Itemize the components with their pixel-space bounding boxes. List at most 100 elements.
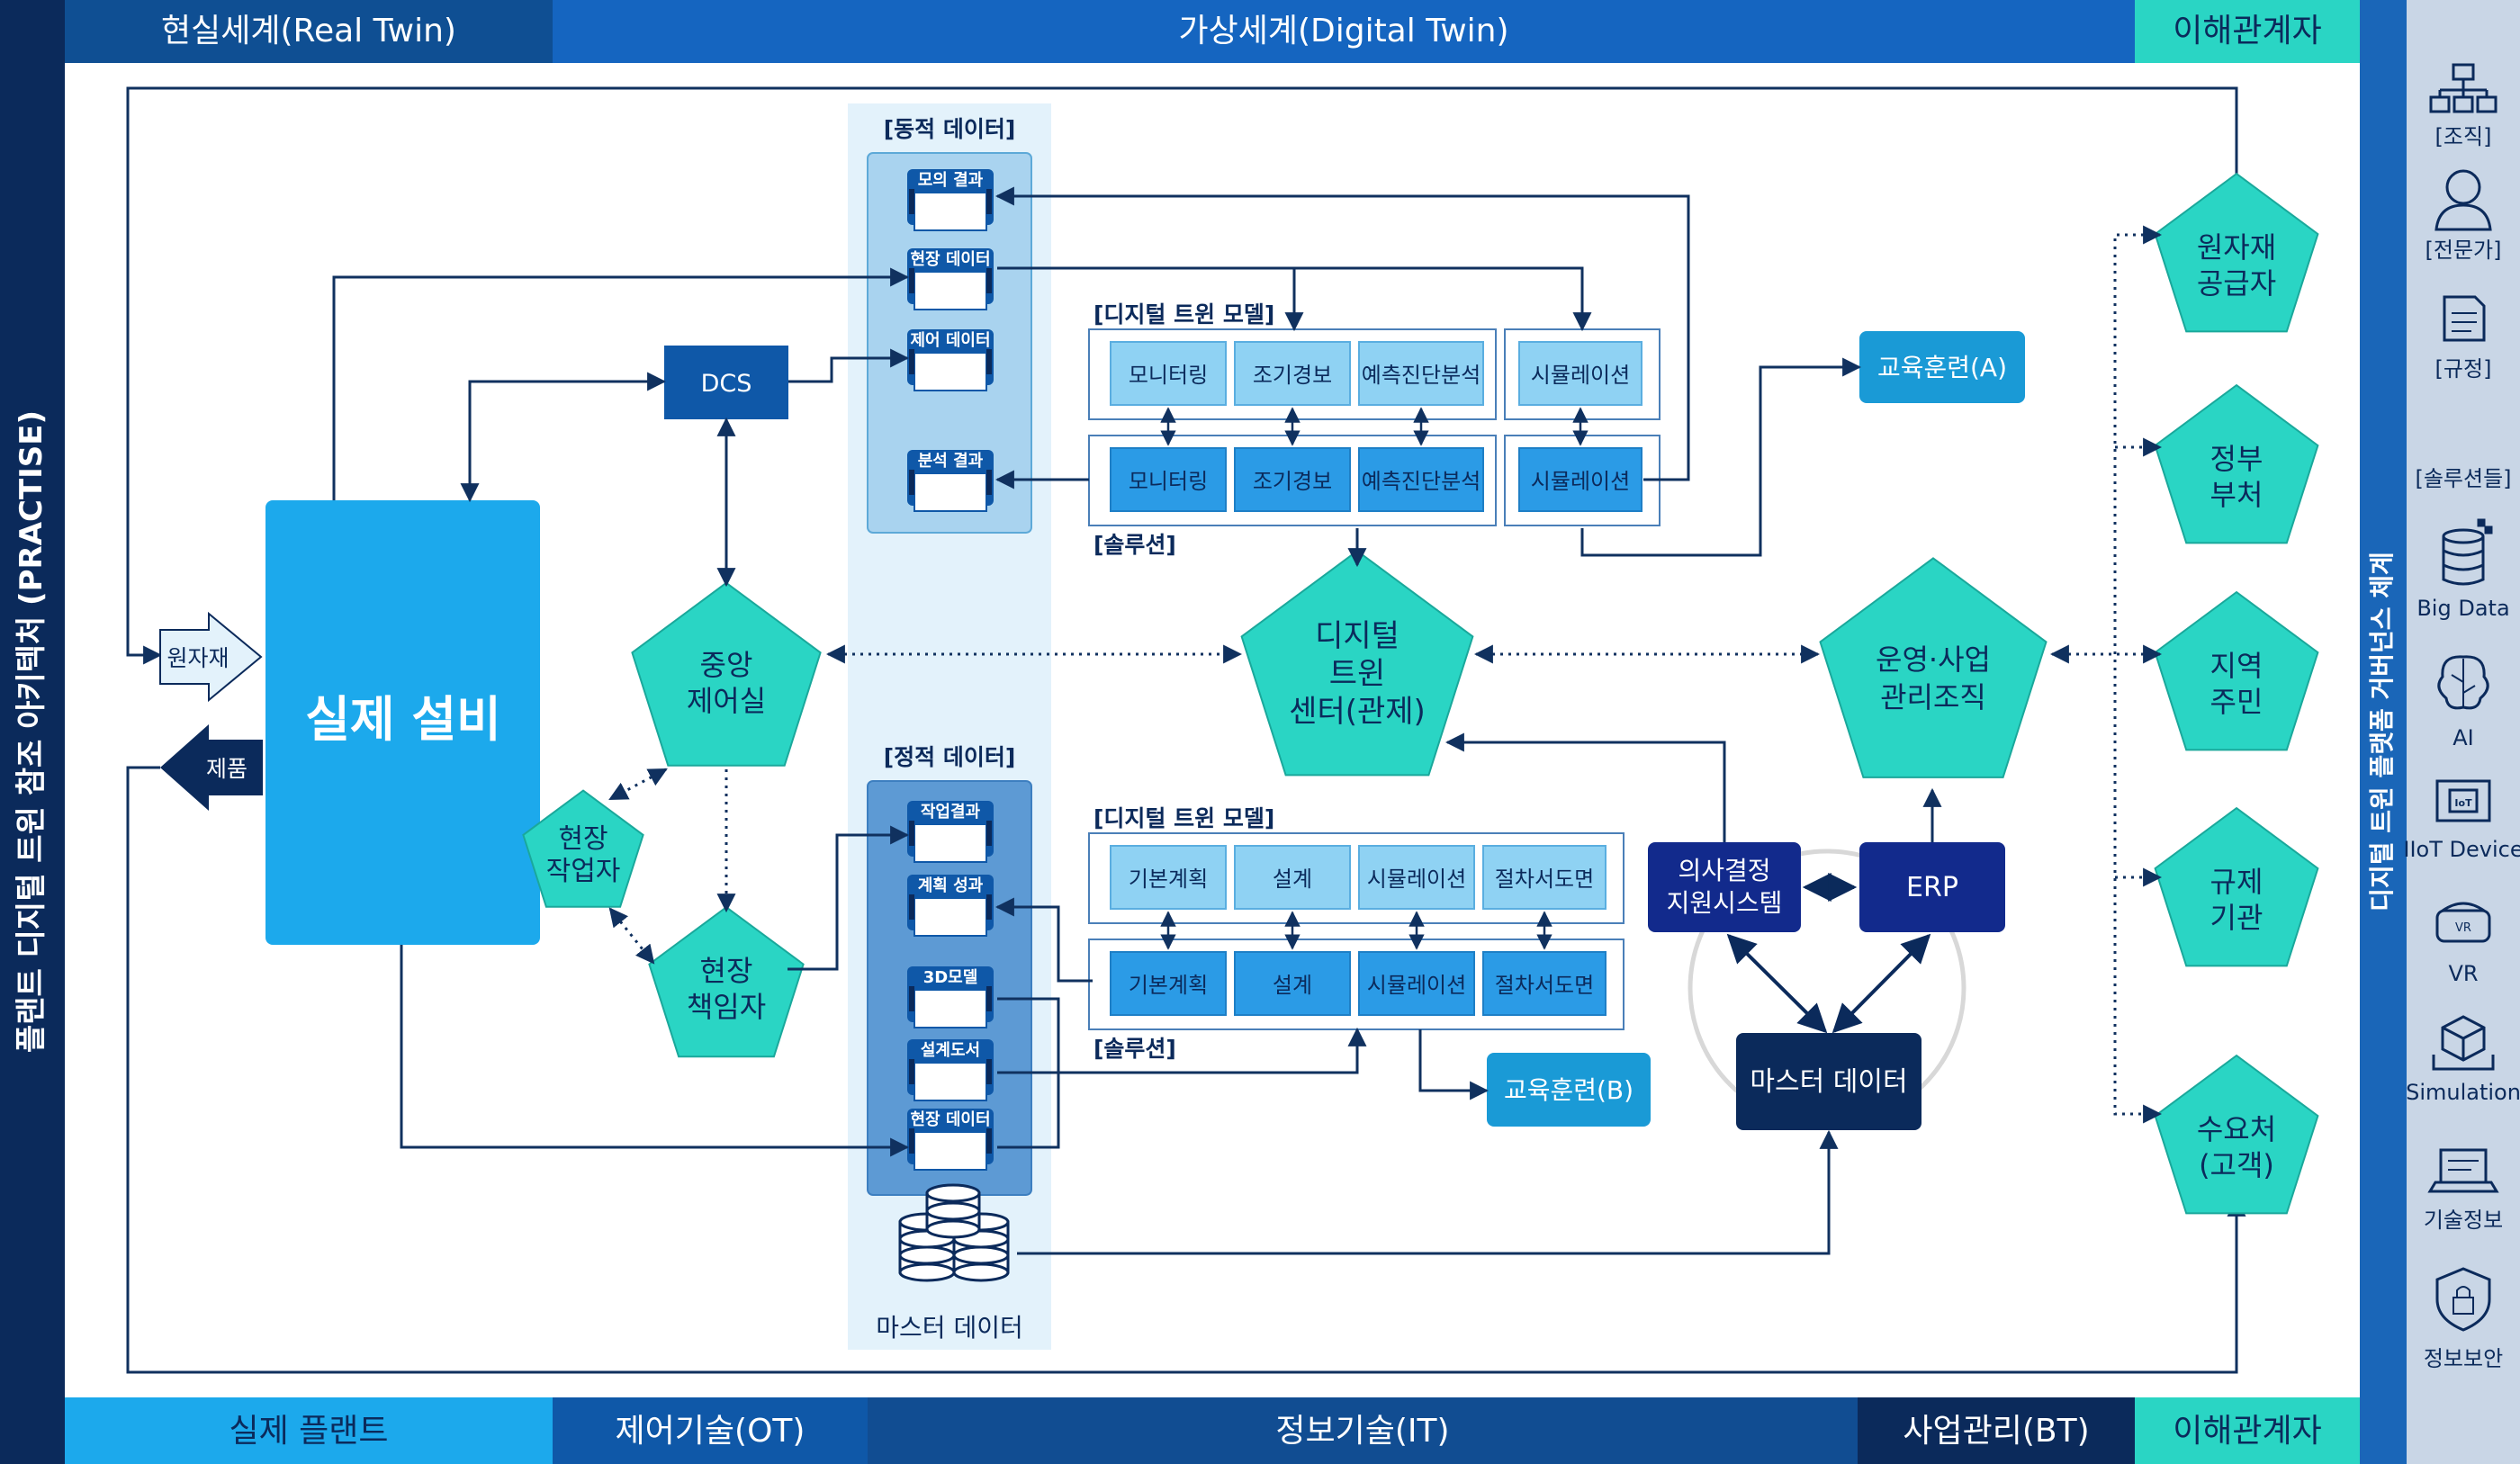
footer-plant-label: 실제 플랜트 <box>229 1413 388 1450</box>
expert-label: [전문가] <box>2426 238 2502 263</box>
erp-label: ERP <box>1906 872 1958 903</box>
product-label: 제품 <box>206 756 248 782</box>
ai-label: AI <box>2452 725 2474 750</box>
stakeholder-0[interactable] <box>2154 172 2319 333</box>
iiot-device-icon <box>2435 779 2491 822</box>
lower-model-group-solution-title: [솔루션] <box>1094 1036 1176 1062</box>
static-item-3[interactable]: 설계도서 <box>907 1039 994 1101</box>
upper-model-group-solution-title: [솔루션] <box>1094 532 1176 558</box>
equipment-box[interactable] <box>266 500 540 945</box>
lower-model-group-model-2[interactable] <box>1358 845 1475 910</box>
org-label: [조직] <box>2435 124 2492 149</box>
bigdata-icon <box>2442 518 2493 586</box>
stakeholder-2-label-0: 지역 <box>2210 649 2264 683</box>
ops-org-label-1: 관리조직 <box>1880 680 1986 714</box>
training-a[interactable] <box>1859 331 2025 403</box>
footer-ot <box>553 1397 868 1464</box>
lower-model-group-solution-0[interactable] <box>1110 951 1227 1016</box>
stakeholder-2[interactable] <box>2154 590 2319 751</box>
lower-model-group-model-0[interactable] <box>1110 845 1227 910</box>
stakeholder-4-label-0: 수요처 <box>2197 1112 2276 1146</box>
header-real-label: 현실세계(Real Twin) <box>161 13 456 49</box>
vr-headset-icon <box>2435 902 2491 943</box>
upper-model-group-model-2-label: 예측진단분석 <box>1362 363 1480 388</box>
field-worker[interactable] <box>522 789 644 908</box>
static-item-0[interactable]: 작업결과 <box>907 801 994 863</box>
stakeholder-3-label-1: 기관 <box>2210 901 2264 935</box>
dss-label-2: 지원시스템 <box>1667 888 1783 918</box>
left-title-band <box>0 0 65 1464</box>
static-item-1[interactable]: 계획 성과 <box>907 875 994 937</box>
upper-model-group-solution-3[interactable] <box>1518 447 1642 512</box>
lower-model-group-solution-2[interactable] <box>1358 951 1475 1016</box>
dynamic-data-title: [동적 데이터] <box>884 116 1016 142</box>
field-manager-label-0: 현장 <box>700 954 753 988</box>
footer-bt-label: 사업관리(BT) <box>1903 1413 2089 1450</box>
dotted-links <box>608 225 2163 1124</box>
footer-stakeholder <box>2135 1397 2360 1464</box>
governance-panel <box>2407 0 2520 1464</box>
erp-box[interactable] <box>1859 842 2005 932</box>
upper-model-group-model-0[interactable] <box>1110 341 1227 406</box>
control-room[interactable] <box>631 581 822 767</box>
upper-model-group-model-3[interactable] <box>1518 341 1642 406</box>
digital-twin-center[interactable] <box>1240 550 1474 777</box>
lower-model-group-solution-1[interactable] <box>1234 951 1351 1016</box>
upper-model-group-model-1-label: 조기경보 <box>1253 363 1332 388</box>
product-loop <box>126 766 2246 1374</box>
lower-model-group-solution-3-label: 절차서도면 <box>1495 973 1594 998</box>
lower-model-group-solution-3[interactable] <box>1482 951 1606 1016</box>
upper-model-group-solution-2[interactable] <box>1358 447 1484 512</box>
lower-model-group-model-0-label: 기본계획 <box>1129 867 1208 892</box>
lower-model-group-model-3[interactable] <box>1482 845 1606 910</box>
upper-model-group-solution-2-label: 예측진단분석 <box>1362 469 1480 494</box>
static-item-2[interactable]: 3D모델 <box>907 966 994 1028</box>
upper-model-group-solution-1-label: 조기경보 <box>1253 469 1332 494</box>
training-a-label: 교육훈련(A) <box>1877 353 2007 382</box>
stakeholder-1[interactable] <box>2154 383 2319 544</box>
stakeholder-4[interactable] <box>2154 1054 2319 1215</box>
static-item-1-label: 계획 성과 <box>918 876 984 895</box>
master-db-label: 마스터 데이터 <box>876 1313 1022 1343</box>
static-item-4[interactable]: 현장 데이터 <box>907 1109 994 1171</box>
upper-model-group-model-2[interactable] <box>1358 341 1484 406</box>
field-worker-label-1: 작업자 <box>546 856 621 887</box>
upper-model-group-solution-0[interactable] <box>1110 447 1227 512</box>
master-data-box[interactable] <box>1736 1033 1922 1130</box>
header-digital <box>553 0 2135 63</box>
training-b[interactable] <box>1487 1053 1651 1127</box>
raw-material-label: 원자재 <box>166 645 229 671</box>
stakeholder-3[interactable] <box>2154 806 2319 967</box>
header-digital-label: 가상세계(Digital Twin) <box>1178 13 1508 49</box>
dynamic-item-2[interactable]: 제어 데이터 <box>907 329 994 391</box>
dcs-label: DCS <box>701 370 752 398</box>
expert-icon <box>2434 169 2492 231</box>
dcs-box[interactable] <box>664 346 788 419</box>
bigdata-label: Big Data <box>2416 596 2509 621</box>
upper-model-group-solution-1[interactable] <box>1234 447 1351 512</box>
ops-org[interactable] <box>1819 557 2048 778</box>
upper-model-group-model-3-label: 시뮬레이션 <box>1531 363 1630 388</box>
simulation-label: Simulation <box>2406 1080 2520 1105</box>
footer-it <box>868 1397 1858 1464</box>
upper-model-group-model-0-label: 모니터링 <box>1129 363 1208 388</box>
dss-box[interactable] <box>1648 842 1801 932</box>
header-stakeholder <box>2135 0 2360 63</box>
dynamic-item-0[interactable]: 모의 결과 <box>907 169 994 231</box>
field-manager[interactable] <box>648 905 805 1058</box>
stakeholder-0-label-1: 공급자 <box>2197 266 2276 301</box>
footer-it-label: 정보기술(IT) <box>1275 1413 1449 1450</box>
field-worker-label-0: 현장 <box>558 823 608 855</box>
security-label: 정보보안 <box>2424 1346 2503 1371</box>
dynamic-item-1[interactable]: 현장 데이터 <box>907 248 994 310</box>
footer-stakeholder-label: 이해관계자 <box>2173 1413 2322 1450</box>
dynamic-item-0-label: 모의 결과 <box>918 171 984 190</box>
footer-bt <box>1858 1397 2135 1464</box>
static-data-title: [정적 데이터] <box>884 744 1016 770</box>
dynamic-item-3[interactable]: 분석 결과 <box>907 450 994 512</box>
lower-model-group-solution-2-label: 시뮬레이션 <box>1367 973 1466 998</box>
upper-model-group-model-1[interactable] <box>1234 341 1351 406</box>
header-stakeholder-label: 이해관계자 <box>2173 13 2322 49</box>
lower-model-group-model-1[interactable] <box>1234 845 1351 910</box>
